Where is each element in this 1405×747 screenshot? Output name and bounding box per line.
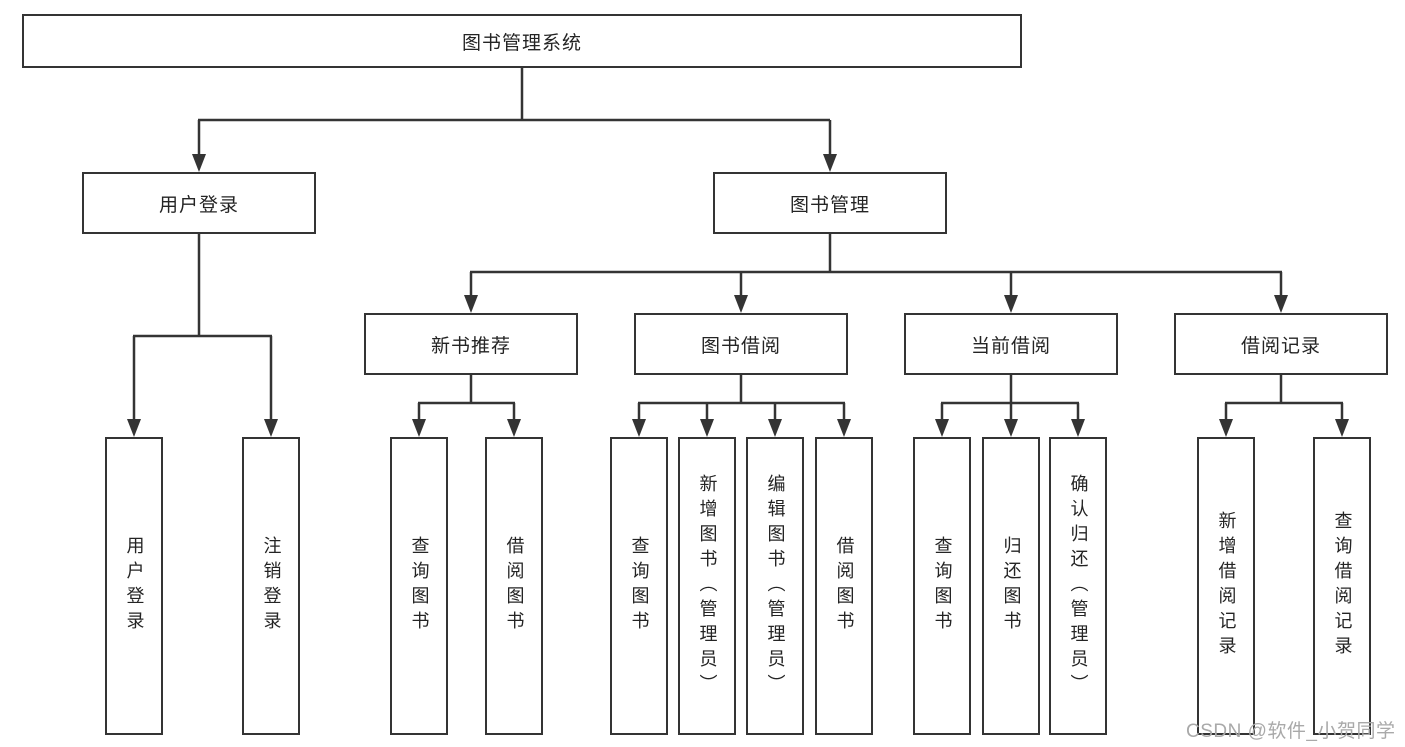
leaf-add-borrow-record: 新增借阅记录: [1197, 437, 1255, 735]
node-book-management: 图书管理: [713, 172, 947, 234]
node-current-borrowing: 当前借阅: [904, 313, 1118, 375]
leaf-query-books-recommend: 查询图书: [390, 437, 448, 735]
node-library-management-system: 图书管理系统: [22, 14, 1022, 68]
leaf-label: 借阅图书: [834, 536, 855, 636]
node-new-book-recommendation: 新书推荐: [364, 313, 578, 375]
leaf-label: 新增借阅记录: [1216, 511, 1237, 661]
leaf-query-borrow-record: 查询借阅记录: [1313, 437, 1371, 735]
arrowhead-icons: [127, 154, 1349, 437]
leaf-label: 查询图书: [932, 536, 953, 636]
csdn-watermark: CSDN @软件_小贺同学: [1186, 721, 1396, 742]
leaf-borrow-books-recommend: 借阅图书: [485, 437, 543, 735]
leaf-query-books-borrowing: 查询图书: [610, 437, 668, 735]
leaf-label: 新增图书（管理员）: [697, 473, 718, 699]
leaf-add-books-admin: 新增图书（管理员）: [678, 437, 736, 735]
leaf-borrow-books: 借阅图书: [815, 437, 873, 735]
leaf-edit-books-admin: 编辑图书（管理员）: [746, 437, 804, 735]
leaf-label: 注销登录: [261, 536, 282, 636]
node-borrowing-records: 借阅记录: [1174, 313, 1388, 375]
leaf-return-books: 归还图书: [982, 437, 1040, 735]
leaf-confirm-return-admin: 确认归还（管理员）: [1049, 437, 1107, 735]
leaf-label: 查询图书: [409, 536, 430, 636]
leaf-user-login: 用户登录: [105, 437, 163, 735]
leaf-label: 查询图书: [629, 536, 650, 636]
leaf-label: 编辑图书（管理员）: [765, 473, 786, 699]
leaf-label: 查询借阅记录: [1332, 511, 1353, 661]
leaf-label: 确认归还（管理员）: [1068, 473, 1089, 699]
leaf-logout: 注销登录: [242, 437, 300, 735]
leaf-label: 借阅图书: [504, 536, 525, 636]
leaf-label: 用户登录: [124, 536, 145, 636]
leaf-query-books-current: 查询图书: [913, 437, 971, 735]
node-book-borrowing: 图书借阅: [634, 313, 848, 375]
node-user-login: 用户登录: [82, 172, 316, 234]
leaf-label: 归还图书: [1001, 536, 1022, 636]
